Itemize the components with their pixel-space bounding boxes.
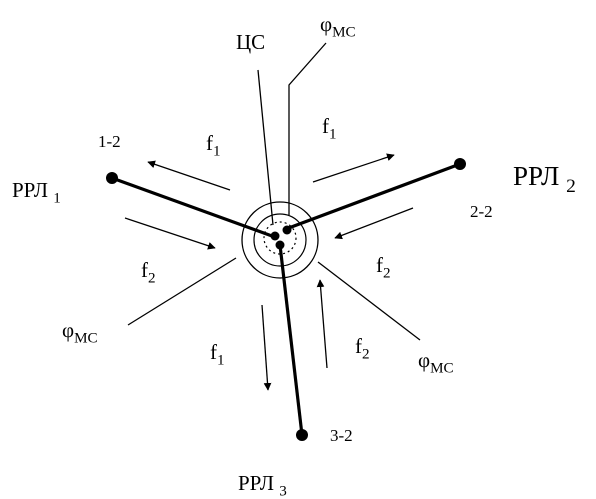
center-dot-b [282,225,292,235]
node-1-2-label: 1-2 [98,132,121,151]
f1-left-label: f1 [206,131,221,159]
leader-phi-left [127,257,237,326]
phi-left-subscript: МС [74,330,98,347]
inner-zone-circle [253,213,307,267]
phi-left-label: φМС [62,318,98,346]
node-rrl2-dot [454,158,466,170]
f1-left-index: 1 [213,143,221,160]
f2-bottom-label: f2 [355,334,370,362]
phi-left-symbol: φ [62,318,75,342]
center-dot-c [275,240,285,250]
arrow-f2-right [334,207,414,240]
phi-top-subscript: МС [332,24,356,41]
f2-right-index: 2 [383,265,391,282]
arrow-f1-bottom [261,304,272,391]
phi-right-label: φМС [418,348,454,376]
outer-zone-circle [241,201,319,279]
rrl3-index: 3 [279,483,287,499]
rrl2-index: 2 [566,175,576,197]
f2-bottom-index: 2 [362,346,370,363]
f1-bottom-index: 1 [217,352,225,369]
arrow-f2-bottom [316,279,328,369]
f1-right-symbol: f [322,114,329,138]
rrl1-index: 1 [53,190,61,207]
link-rrl3 [278,244,304,436]
rrl3-name: РРЛ [238,471,275,495]
link-rrl1 [111,176,273,238]
phi-top-label: φМС [320,12,356,40]
node-rrl3-dot [296,429,308,441]
f2-bottom-symbol: f [355,334,362,358]
f2-left-index: 2 [148,270,156,287]
rrl1-name: РРЛ [12,178,49,202]
f2-left-symbol: f [141,258,148,282]
phi-top-symbol: φ [320,12,333,36]
node-2-2-label: 2-2 [470,202,493,221]
node-rrl1-dot [106,172,118,184]
center-station-label: ЦС [236,30,266,54]
leader-phi-top [288,42,327,215]
f1-right-index: 1 [329,126,337,143]
f2-left-label: f2 [141,258,156,286]
f1-bottom-label: f1 [210,340,225,368]
center-dot-a [270,231,280,241]
rrl2-label: РРЛ 2 [513,161,576,197]
f1-right-label: f1 [322,114,337,142]
dotted-zone-circle [263,221,297,255]
leader-center-label [257,69,274,226]
node-3-2-label: 3-2 [330,426,353,445]
rrl3-label: РРЛ 3 [238,471,287,499]
rrl1-label: РРЛ 1 [12,178,61,206]
arrow-f2-left [124,217,216,250]
link-rrl2 [285,162,461,231]
f2-right-symbol: f [376,253,383,277]
arrow-f1-left [147,160,231,191]
rrl2-name: РРЛ [513,161,560,191]
leader-phi-right [317,261,421,341]
phi-right-subscript: МС [430,360,454,377]
f2-right-label: f2 [376,253,391,281]
f1-left-symbol: f [206,131,213,155]
arrow-f1-right [312,153,395,183]
phi-right-symbol: φ [418,348,431,372]
f1-bottom-symbol: f [210,340,217,364]
